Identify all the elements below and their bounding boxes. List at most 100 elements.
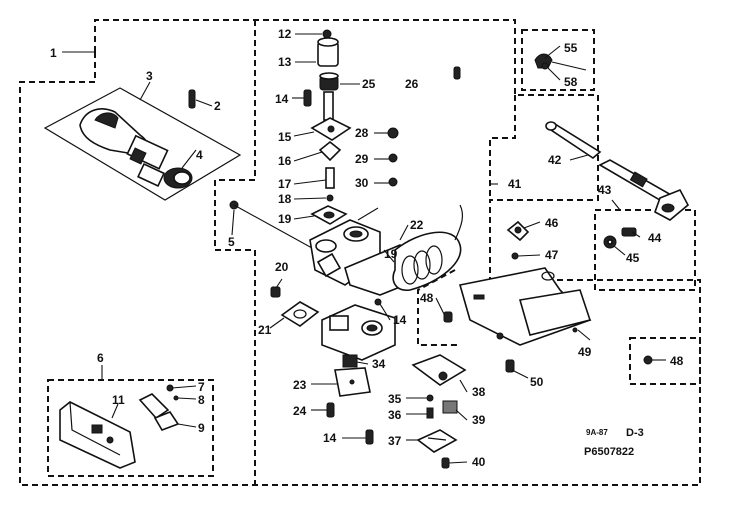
label-2: 2	[214, 99, 221, 113]
label-1: 1	[50, 46, 57, 60]
part-50-screw	[505, 359, 515, 373]
label-5: 5	[228, 235, 235, 249]
label-58: 58	[564, 75, 578, 89]
label-30: 30	[355, 176, 369, 190]
part-40-screw	[441, 457, 450, 469]
label-49: 49	[578, 345, 592, 359]
label-40: 40	[472, 455, 486, 469]
part-39-block	[442, 400, 458, 414]
label-8: 8	[198, 393, 205, 407]
part-49-bracket	[458, 267, 592, 346]
leader-lines-right	[435, 45, 666, 379]
part-30-ring	[388, 177, 398, 187]
label-22: 22	[410, 218, 424, 232]
label-48-left: 48	[420, 291, 434, 305]
part-stem	[323, 91, 334, 121]
part-48-screw-left	[443, 311, 453, 323]
label-20: 20	[275, 260, 289, 274]
part-15-plate	[310, 117, 352, 141]
label-19-right: 19	[384, 247, 398, 261]
part-14-screw-top	[303, 89, 312, 107]
leader-lines-central	[269, 33, 468, 464]
part-35-nut	[426, 394, 434, 402]
label-46: 46	[545, 216, 559, 230]
axis-line-handle	[233, 204, 313, 249]
manifold-block	[321, 304, 396, 368]
part-20-screw	[270, 286, 281, 298]
leader-lines-left	[62, 51, 235, 380]
label-14-top: 14	[275, 92, 289, 106]
label-36: 36	[388, 408, 402, 422]
label-24: 24	[293, 404, 307, 418]
part-12-cap	[322, 29, 332, 39]
part-16-valve	[318, 140, 342, 162]
label-34: 34	[372, 357, 386, 371]
label-25: 25	[362, 77, 376, 91]
part-36-screw	[426, 407, 434, 419]
label-15: 15	[278, 130, 292, 144]
label-48-right: 48	[670, 354, 684, 368]
label-28: 28	[355, 126, 369, 140]
box-assembly-6	[47, 379, 214, 477]
part-28-seal	[387, 127, 399, 139]
label-39: 39	[472, 413, 486, 427]
label-14-bottom: 14	[323, 431, 337, 445]
part-24-screw	[326, 402, 335, 418]
label-42: 42	[548, 153, 562, 167]
label-43: 43	[598, 183, 612, 197]
label-6: 6	[97, 351, 104, 365]
part-19-gasket	[310, 205, 348, 225]
label-11: 11	[112, 393, 125, 407]
part-26-pin	[453, 66, 461, 80]
part-22-coil	[392, 204, 464, 291]
drawing-footer: 9A-87 D-3 P6507822	[584, 427, 644, 458]
part-43-assembly	[598, 159, 690, 221]
label-50: 50	[530, 375, 544, 389]
assembly-41-outline	[214, 20, 516, 485]
part-21-gasket	[280, 301, 320, 327]
part-45-washer-hole	[607, 239, 613, 245]
label-26: 26	[405, 77, 419, 91]
part-3-handle-assembly	[43, 87, 242, 201]
label-19-left: 19	[278, 212, 292, 226]
part-14-screw-bottom	[365, 429, 374, 445]
label-16: 16	[278, 154, 292, 168]
part-6-bracket-assembly	[59, 384, 180, 469]
label-55: 55	[564, 41, 578, 55]
label-29: 29	[355, 152, 369, 166]
part-44-spring	[621, 227, 637, 237]
part-47-screw	[511, 252, 519, 260]
box-48-right	[629, 337, 701, 385]
label-3: 3	[146, 69, 153, 83]
part-55-58-clip	[534, 53, 553, 70]
label-18: 18	[278, 192, 292, 206]
box-assembly-43	[594, 209, 696, 291]
label-21: 21	[258, 323, 272, 337]
part-38-bracket	[411, 354, 467, 386]
part-48-screw-right	[643, 355, 653, 365]
part-23-bracket	[334, 367, 371, 397]
part-labels: 1 2 3 4 5 6 7 8 9 11 12 13 14 15 16 17 1…	[50, 27, 684, 469]
label-41: 41	[508, 177, 522, 191]
label-13: 13	[278, 55, 292, 69]
footer-small-code: 9A-87	[586, 428, 608, 437]
part-34-clip	[342, 354, 358, 368]
label-37: 37	[388, 434, 402, 448]
label-35: 35	[388, 392, 402, 406]
part-29-ring	[388, 153, 398, 163]
label-4: 4	[196, 148, 203, 162]
label-44: 44	[648, 231, 662, 245]
footer-sheet: D-3	[626, 427, 644, 439]
part-42-tube	[545, 121, 602, 160]
part-37-plate	[416, 429, 458, 453]
part-14-screw-mid	[374, 298, 382, 306]
part-13-cylinder	[317, 37, 339, 67]
label-14-mid: 14	[393, 313, 407, 327]
assembly-1-outline	[19, 19, 701, 486]
leader-lines-assembly-6	[111, 385, 197, 428]
label-47: 47	[545, 248, 559, 262]
part-25-spring	[319, 72, 339, 91]
label-23: 23	[293, 378, 307, 392]
